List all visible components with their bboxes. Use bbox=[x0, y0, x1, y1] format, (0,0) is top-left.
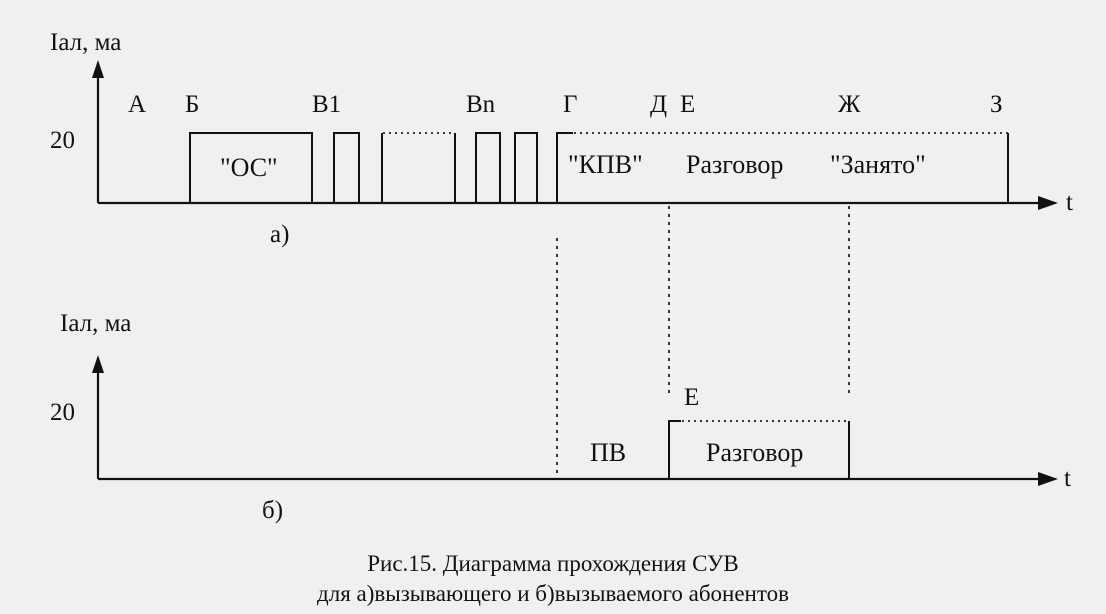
diagram-a-x-axis-label: t bbox=[1066, 189, 1073, 216]
point-label-zh: Ж bbox=[838, 91, 861, 118]
figure-caption-line-1: Рис.15. Диаграмма прохождения СУВ bbox=[367, 551, 739, 576]
figure-caption-line-2: для а)вызывающего и б)вызываемого абонен… bbox=[317, 581, 789, 606]
point-label-a: А bbox=[128, 91, 146, 118]
diagram-a-x-arrow bbox=[1038, 196, 1058, 210]
pulse-vn-next bbox=[514, 132, 538, 203]
point-label-d: Д bbox=[650, 91, 667, 118]
point-label-e-b: Е bbox=[684, 384, 699, 411]
pulse-os bbox=[189, 132, 313, 203]
diagram-b-y-tick-20: 20 bbox=[50, 399, 75, 426]
point-label-v1: В1 bbox=[312, 91, 341, 118]
pulse-vn bbox=[475, 132, 501, 203]
segment-label-busy: "Занято" bbox=[830, 150, 926, 179]
timing-guides bbox=[556, 206, 850, 478]
segment-label-kpv: "КПВ" bbox=[568, 150, 643, 179]
point-label-g: Г bbox=[563, 91, 577, 118]
diagram-b-y-arrow bbox=[92, 355, 104, 373]
point-label-z: З bbox=[990, 91, 1003, 118]
pulse-v1 bbox=[333, 132, 360, 203]
diagram-a-y-axis-label: Iал, ма bbox=[50, 29, 121, 56]
pulse-talk-b-rise bbox=[668, 420, 681, 479]
point-label-b: Б bbox=[185, 91, 199, 118]
diagram-b-panel-label: б) bbox=[262, 497, 283, 524]
segment-label-talk: Разговор bbox=[686, 150, 783, 179]
point-label-e: Е bbox=[680, 91, 695, 118]
segment-label-os: "ОС" bbox=[220, 153, 278, 182]
diagram-b-x-axis-label: t bbox=[1064, 465, 1071, 492]
point-label-vn: Вn bbox=[466, 91, 496, 118]
diagram-a: Iал, ма 20 t а) А Б В1 Вn Г Д Е Ж З bbox=[50, 29, 1073, 248]
diagram-b-y-axis-label: Iал, ма bbox=[60, 310, 131, 337]
diagram-b-x-arrow bbox=[1038, 472, 1058, 486]
pulse-g-rise bbox=[556, 132, 573, 203]
diagram-a-panel-label: а) bbox=[270, 221, 289, 248]
segment-label-talk-b: Разговор bbox=[706, 438, 803, 467]
diagram-b: Iал, ма 20 t б) Е ПВ Разговор bbox=[50, 310, 1071, 524]
diagram-a-y-tick-20: 20 bbox=[50, 127, 75, 154]
diagram-a-y-arrow bbox=[92, 60, 104, 78]
segment-label-pv: ПВ bbox=[590, 438, 626, 467]
